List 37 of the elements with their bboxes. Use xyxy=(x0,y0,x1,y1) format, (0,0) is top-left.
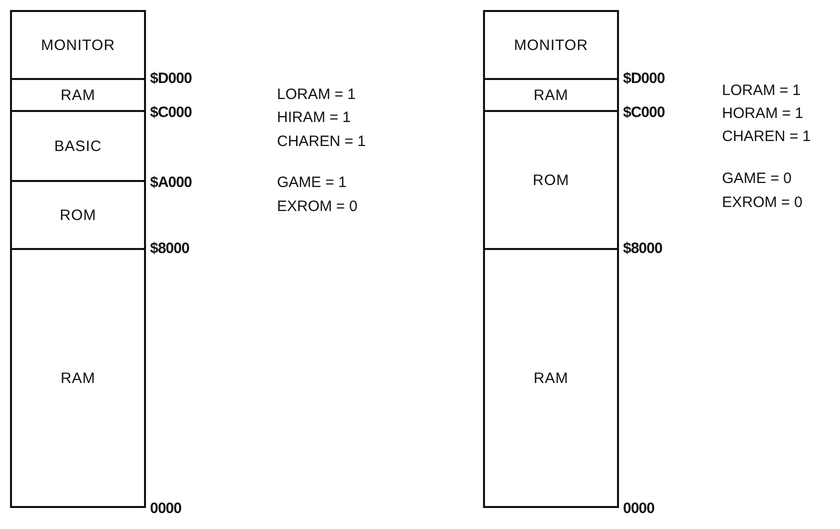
setting-label: GAME = 1 xyxy=(277,174,347,192)
block-name: RAM xyxy=(534,370,568,386)
setting-label: GAME = 0 xyxy=(722,170,792,188)
address-label: $8000 xyxy=(150,240,190,258)
memory-block xyxy=(10,180,146,250)
memory-block xyxy=(483,248,619,508)
block-name: BASIC xyxy=(54,138,102,154)
memory-block xyxy=(10,110,146,182)
setting-label: CHAREN = 1 xyxy=(277,133,366,151)
block-name: RAM xyxy=(534,86,568,104)
setting-label: CHAREN = 1 xyxy=(722,128,811,146)
block-name: MONITOR xyxy=(40,36,116,54)
memory-block xyxy=(10,10,146,80)
block-name: RAM xyxy=(60,86,96,104)
block-name: ROM xyxy=(532,172,570,188)
address-label: $D000 xyxy=(623,70,665,88)
block-name: RAM xyxy=(60,370,96,386)
memory-block xyxy=(483,78,619,112)
memory-block xyxy=(10,78,146,112)
address-label: $D000 xyxy=(150,70,192,88)
address-label: 0000 xyxy=(623,500,654,518)
address-label: $C000 xyxy=(623,104,665,122)
address-label: $C000 xyxy=(150,104,192,122)
address-label: $8000 xyxy=(623,240,662,258)
memory-block xyxy=(10,248,146,508)
address-label: 0000 xyxy=(150,500,182,518)
setting-label: HIRAM = 1 xyxy=(277,109,351,127)
setting-label: EXROM = 0 xyxy=(277,198,358,216)
setting-label: LORAM = 1 xyxy=(722,82,801,100)
block-name: ROM xyxy=(60,206,96,224)
memory-block xyxy=(483,110,619,250)
block-name: MONITOR xyxy=(514,36,588,54)
setting-label: LORAM = 1 xyxy=(277,86,356,104)
setting-label: HORAM = 1 xyxy=(722,105,804,123)
setting-label: EXROM = 0 xyxy=(722,194,802,212)
address-label: $A000 xyxy=(150,174,192,192)
memory-block xyxy=(483,10,619,80)
